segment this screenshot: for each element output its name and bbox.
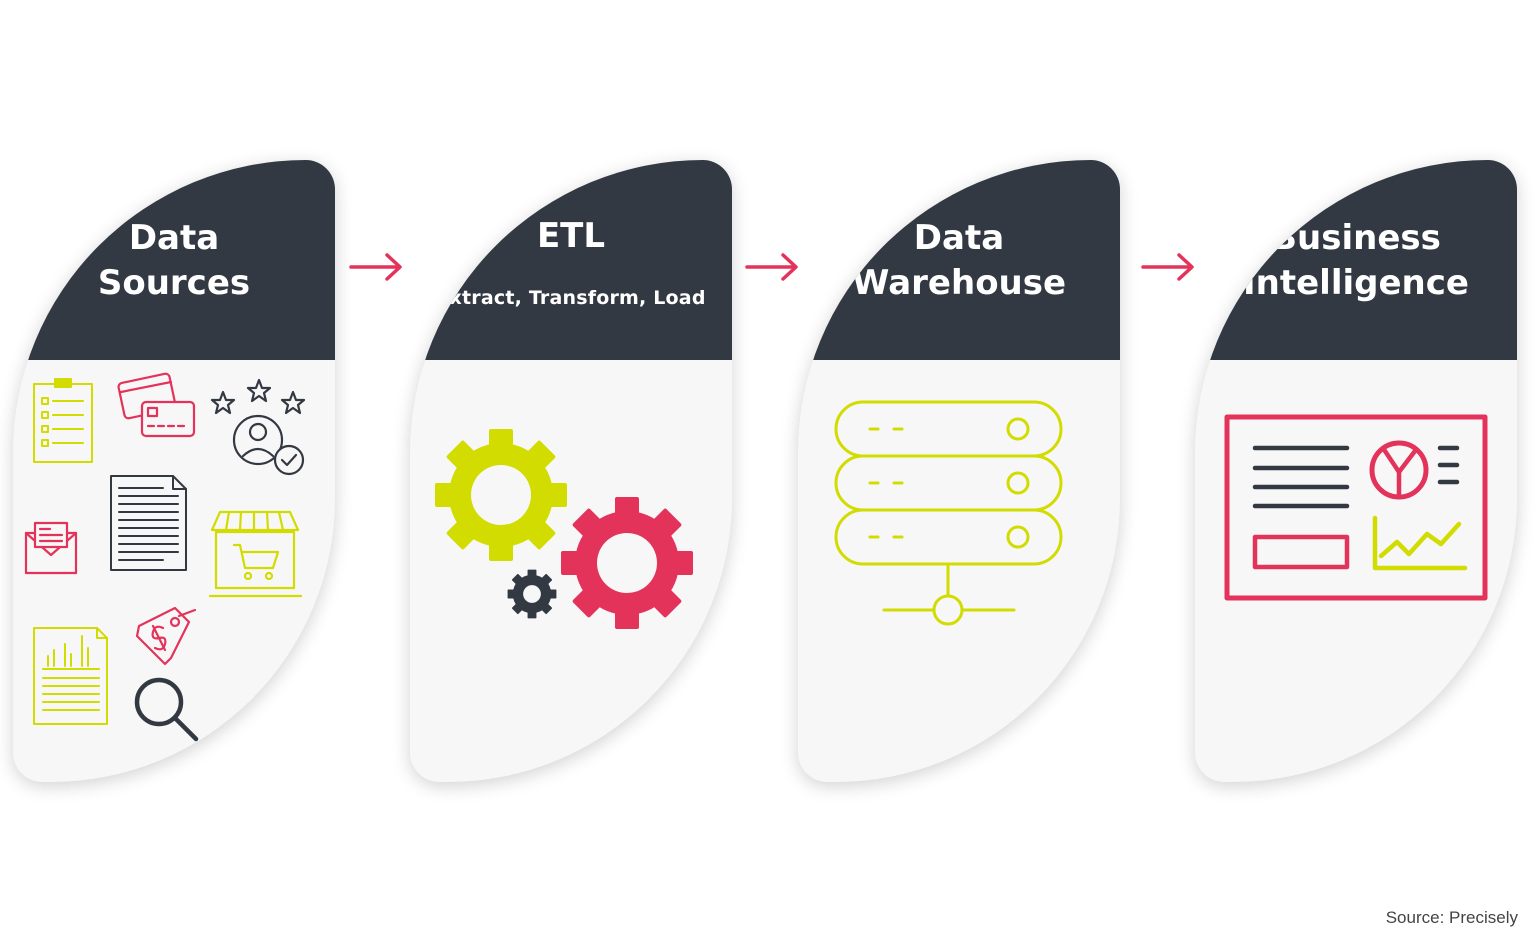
stage-card-data-warehouse: Data Warehouse xyxy=(798,160,1120,782)
stage-title: Data Warehouse xyxy=(851,218,1067,303)
stage-body xyxy=(1195,360,1517,782)
stage-card-business-intelligence: Business Intelligence xyxy=(1195,160,1517,782)
stage-body xyxy=(798,360,1120,782)
stage-header: Data Sources xyxy=(13,160,335,360)
stage-body xyxy=(13,360,335,782)
arrow-right-icon xyxy=(349,253,402,281)
stage-header: Business Intelligence xyxy=(1195,160,1517,360)
stage-title: ETL xyxy=(536,215,606,256)
server-stack-icon xyxy=(834,400,1063,626)
credit-card-icon xyxy=(117,372,196,438)
document-icon xyxy=(110,475,187,571)
stage-body xyxy=(410,360,732,782)
report-chart-icon xyxy=(33,627,108,725)
magnifier-icon xyxy=(134,677,199,742)
gears-icon xyxy=(435,429,693,629)
stage-header: Data Warehouse xyxy=(798,160,1120,360)
arrow-right-icon xyxy=(745,253,798,281)
star-rating-user-icon xyxy=(210,378,306,476)
source-caption: Source: Precisely xyxy=(1385,908,1518,927)
stage-card-etl: ETL Extract, Transform, Load xyxy=(410,160,732,782)
stage-subtitle: Extract, Transform, Load xyxy=(436,286,706,309)
dashboard-icon xyxy=(1224,414,1488,601)
stage-title: Data Sources xyxy=(97,218,251,303)
stage-header: ETL Extract, Transform, Load xyxy=(410,160,732,360)
email-icon xyxy=(24,521,78,575)
stage-card-data-sources: Data Sources xyxy=(13,160,335,782)
online-store-icon xyxy=(208,510,303,598)
price-tag-icon xyxy=(135,606,197,666)
clipboard-checklist-icon xyxy=(33,378,93,463)
arrow-right-icon xyxy=(1141,253,1194,281)
stage-title: Business Intelligence xyxy=(1243,218,1469,303)
